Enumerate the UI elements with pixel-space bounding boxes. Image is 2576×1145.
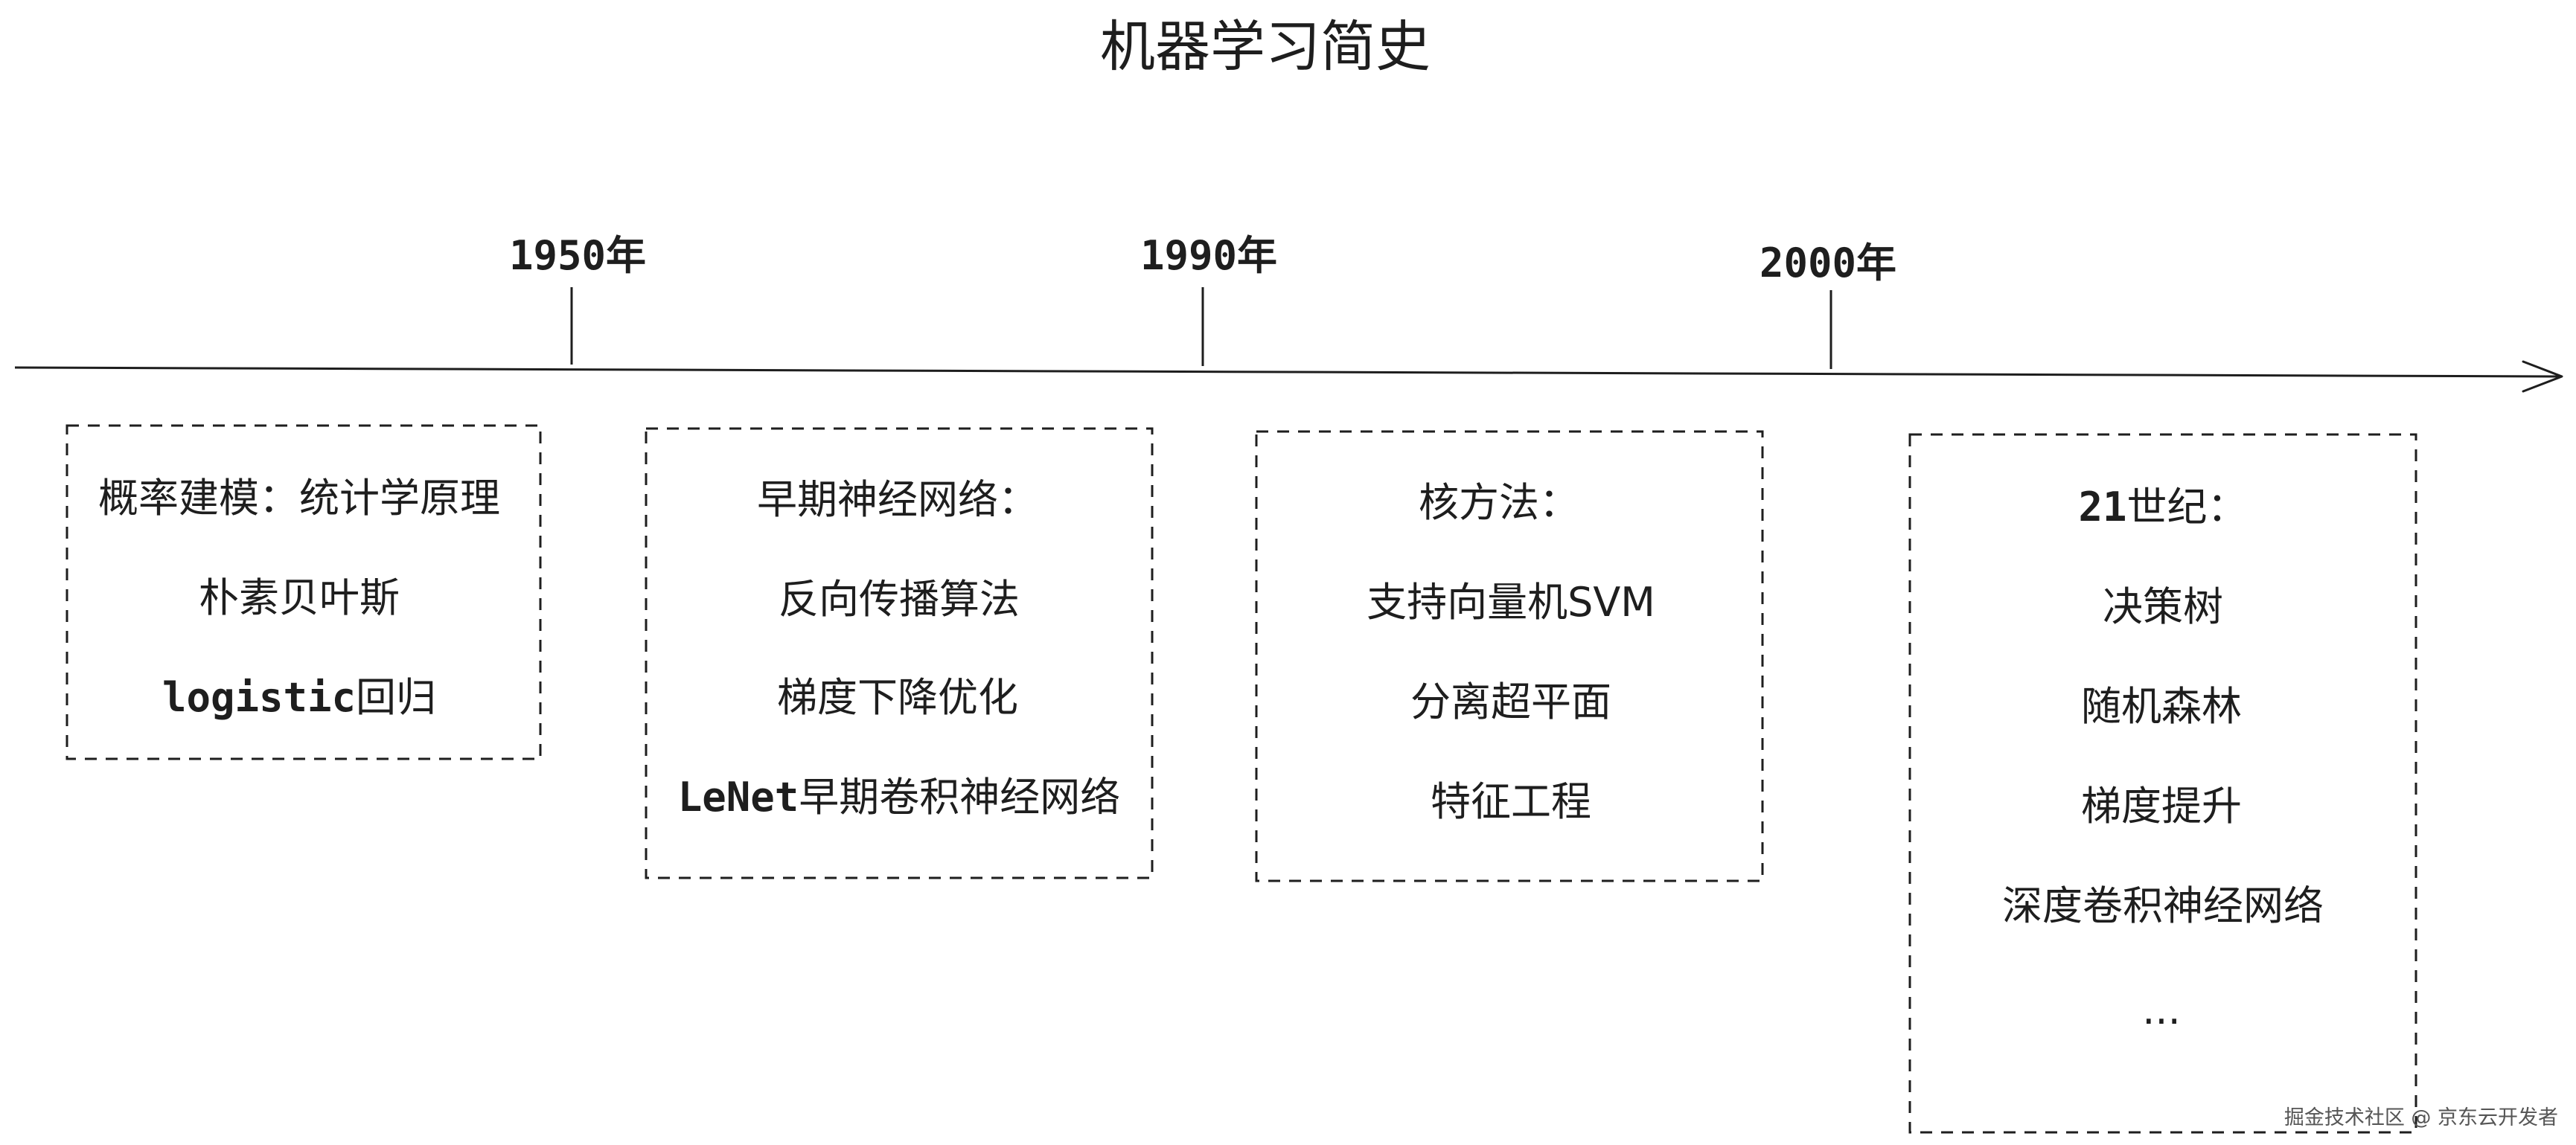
box-item: logistic回归 — [162, 674, 436, 721]
year-marker-1990: 1990年 — [1140, 232, 1277, 366]
timeline-axis-line — [14, 366, 2561, 378]
dashed-box-border — [1908, 433, 2417, 1134]
timeline-axis — [14, 360, 2563, 393]
era-box-21st-century: 21世纪： 决策树 随机森林 梯度提升 深度卷积神经网络 ... — [1908, 433, 2417, 1134]
box-item: 决策树 — [2103, 583, 2223, 630]
box-item: 深度卷积神经网络 — [2002, 882, 2324, 929]
box-item-ellipsis: ... — [2142, 987, 2181, 1033]
box-item: 反向传播算法 — [779, 576, 1020, 623]
box-heading: 21世纪： — [2078, 484, 2247, 530]
box-item: 支持向量机SVM — [1367, 579, 1655, 626]
dashed-box-border — [645, 427, 1154, 879]
diagram-title: 机器学习简史 — [1100, 15, 1431, 79]
box-item: 特征工程 — [1431, 778, 1591, 825]
box-item: 分离超平面 — [1410, 679, 1611, 725]
dashed-box-border — [1255, 430, 1764, 882]
era-box-early-neural-networks: 早期神经网络： 反向传播算法 梯度下降优化 LeNet早期卷积神经网络 — [645, 427, 1154, 879]
box-item: 随机森林 — [2081, 683, 2242, 730]
era-box-probabilistic: 概率建模：统计学原理 朴素贝叶斯 logistic回归 — [65, 424, 542, 760]
year-marker-2000: 2000年 — [1760, 240, 1896, 369]
box-item: LeNet早期卷积神经网络 — [678, 774, 1121, 821]
year-label: 1990年 — [1140, 232, 1277, 279]
box-item: 朴素贝叶斯 — [199, 574, 400, 621]
box-heading: 概率建模：统计学原理 — [98, 475, 500, 522]
box-heading: 早期神经网络： — [757, 476, 1038, 523]
era-box-kernel-methods: 核方法： 支持向量机SVM 分离超平面 特征工程 — [1255, 430, 1764, 882]
year-label: 2000年 — [1760, 240, 1896, 286]
watermark: 掘金技术社区 @ 京东云开发者 — [2283, 1106, 2558, 1129]
arrow-head-icon — [2522, 360, 2563, 393]
box-item: 梯度提升 — [2081, 783, 2242, 830]
year-marker-1950: 1950年 — [509, 232, 646, 365]
box-heading: 核方法： — [1419, 479, 1579, 526]
dashed-box-border — [65, 424, 542, 760]
year-label: 1950年 — [509, 232, 646, 279]
box-item: 梯度下降优化 — [777, 674, 1018, 721]
